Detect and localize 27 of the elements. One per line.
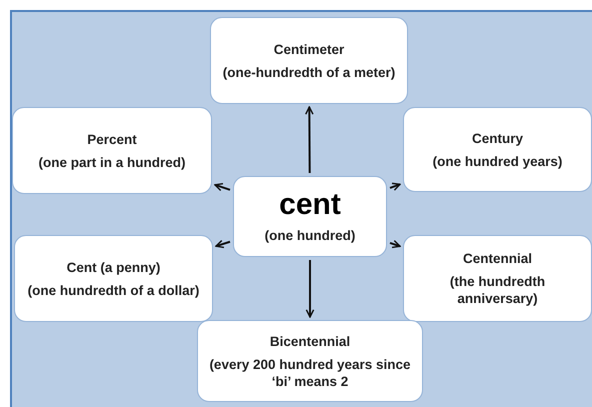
word-title: Centimeter bbox=[274, 40, 344, 58]
word-title: Bicentennial bbox=[270, 332, 350, 350]
word-title: Centennial bbox=[462, 250, 532, 267]
arrow bbox=[390, 240, 401, 248]
concept-box bbox=[210, 17, 408, 104]
word-definition: (one-hundredth of a meter) bbox=[222, 64, 396, 80]
word-definition: (one hundred) bbox=[264, 227, 356, 244]
arrow bbox=[214, 182, 230, 192]
concept-box bbox=[233, 176, 387, 257]
root-word: cent bbox=[279, 189, 341, 221]
arrow bbox=[306, 260, 314, 318]
word-definition: (every 200 hundred years since ‘bi’ means 2 bbox=[208, 356, 412, 390]
word-title: Percent bbox=[87, 130, 137, 148]
word-title: Cent (a penny) bbox=[66, 258, 160, 276]
word-definition: (the hundredth anniversary) bbox=[448, 273, 546, 307]
concept-box bbox=[403, 107, 592, 192]
word-definition: (one hundred years) bbox=[432, 152, 562, 170]
concept-box bbox=[12, 107, 212, 194]
arrow bbox=[390, 182, 401, 191]
word-definition: (one part in a hundred) bbox=[38, 154, 186, 170]
concept-box bbox=[197, 320, 423, 402]
arrow bbox=[215, 240, 230, 248]
word-definition: (one hundredth of a dollar) bbox=[28, 282, 200, 298]
concept-box bbox=[14, 235, 213, 322]
concept-box bbox=[403, 235, 592, 322]
word-title: Century bbox=[472, 130, 523, 146]
arrow bbox=[305, 106, 314, 173]
